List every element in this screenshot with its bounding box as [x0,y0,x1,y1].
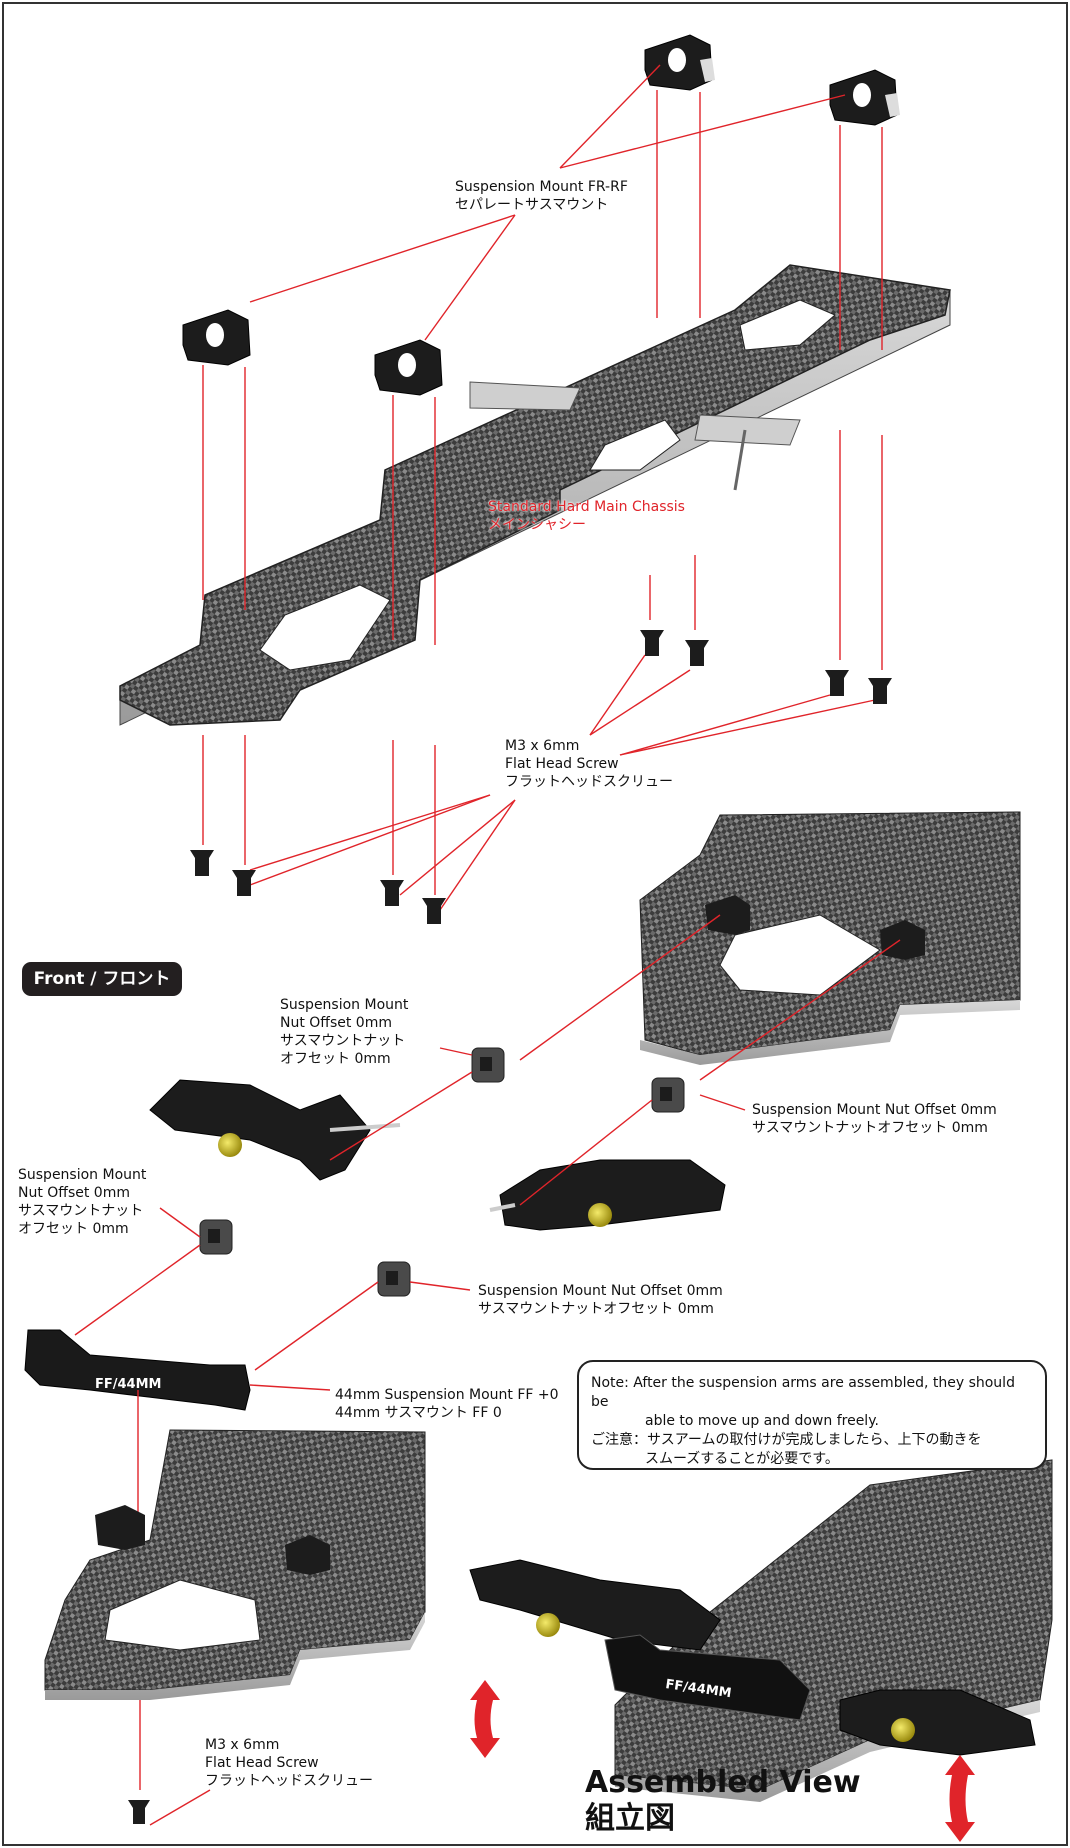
label-line: Flat Head Screw [205,1755,319,1771]
label-line: サスマウントナットオフセット 0mm [478,1301,714,1317]
label-line: Standard Hard Main Chassis [488,499,685,515]
label-line: 44mm サスマウント FF 0 [335,1405,502,1421]
label-line: Nut Offset 0mm [280,1015,392,1031]
main-chassis [119,264,951,726]
label-line: Nut Offset 0mm [18,1185,130,1201]
assembly-note: Note: After the suspension arms are asse… [577,1360,1047,1470]
label-line: Suspension Mount Nut Offset 0mm [478,1283,723,1299]
note-line: Note: After the suspension arms are asse… [591,1375,1015,1410]
label-line: Suspension Mount FR-RF [455,179,628,195]
label-nut-offset-upper-right: Suspension Mount Nut Offset 0mm サスマウントナッ… [752,1101,997,1137]
note-line: able to move up and down freely. [645,1413,879,1429]
assembled-view-title: Assembled View 組立図 [585,1765,861,1837]
title-line: 組立図 [585,1801,675,1836]
label-line: サスマウントナット [18,1203,144,1219]
title-line: Assembled View [585,1765,861,1800]
label-line: Flat Head Screw [505,756,619,772]
label-line: フラットヘッドスクリュー [505,774,673,790]
label-line: フラットヘッドスクリュー [205,1773,373,1789]
label-line: Suspension Mount Nut Offset 0mm [752,1102,997,1118]
label-line: 44mm Suspension Mount FF +0 [335,1387,559,1403]
suspension-mount-rear-right [829,69,900,126]
label-line: M3 x 6mm [205,1737,280,1753]
label-suspension-mount-fr-rf: Suspension Mount FR-RF セパレートサスマウント [455,178,628,214]
label-screw-top: M3 x 6mm Flat Head Screw フラットヘッドスクリュー [505,737,673,791]
suspension-arm-left [149,1079,401,1181]
label-line: オフセット 0mm [18,1221,129,1237]
label-nut-offset-lower-right: Suspension Mount Nut Offset 0mm サスマウントナッ… [478,1282,723,1318]
chassis-front-section-lower [44,1429,426,1824]
label-front-mount: 44mm Suspension Mount FF +0 44mm サスマウント … [335,1386,559,1422]
label-line: セパレートサスマウント [455,197,609,213]
label-line: Suspension Mount [280,997,409,1013]
suspension-arm-right [489,1159,726,1231]
chassis-front-section-upper [639,811,1021,1065]
label-line: サスマウントナットオフセット 0mm [752,1120,988,1136]
up-down-motion-arrows [470,1680,975,1842]
label-line: メインシャシー [488,517,586,533]
front-tag: Front / フロント [22,962,182,996]
mount-engraving: FF/44MM [95,1377,161,1392]
note-line: スムーズすることが必要です。 [645,1451,839,1467]
label-line: M3 x 6mm [505,738,580,754]
suspension-mount-rear-left [644,34,715,91]
label-screw-bottom: M3 x 6mm Flat Head Screw フラットヘッドスクリュー [205,1736,373,1790]
suspension-mount-front-left [182,309,251,366]
label-nut-offset-upper-left: Suspension Mount Nut Offset 0mm サスマウントナッ… [280,996,408,1068]
flat-head-screws-top [190,630,892,924]
nut-offset-blocks [199,1047,685,1297]
label-main-chassis: Standard Hard Main Chassis メインシャシー [488,498,685,534]
label-line: サスマウントナット [280,1033,406,1049]
suspension-mount-front-right [374,339,443,396]
leader-lines-top [202,64,883,911]
note-line: ご注意：サスアームの取付けが完成しましたら、上下の動きを [591,1432,982,1448]
label-line: Suspension Mount [18,1167,147,1183]
ff-44mm-suspension-mount: FF/44MM [24,1329,251,1411]
assembled-view-drawing: FF/44MM [469,1459,1053,1802]
label-nut-offset-lower-left: Suspension Mount Nut Offset 0mm サスマウントナッ… [18,1166,146,1238]
label-line: オフセット 0mm [280,1051,391,1067]
